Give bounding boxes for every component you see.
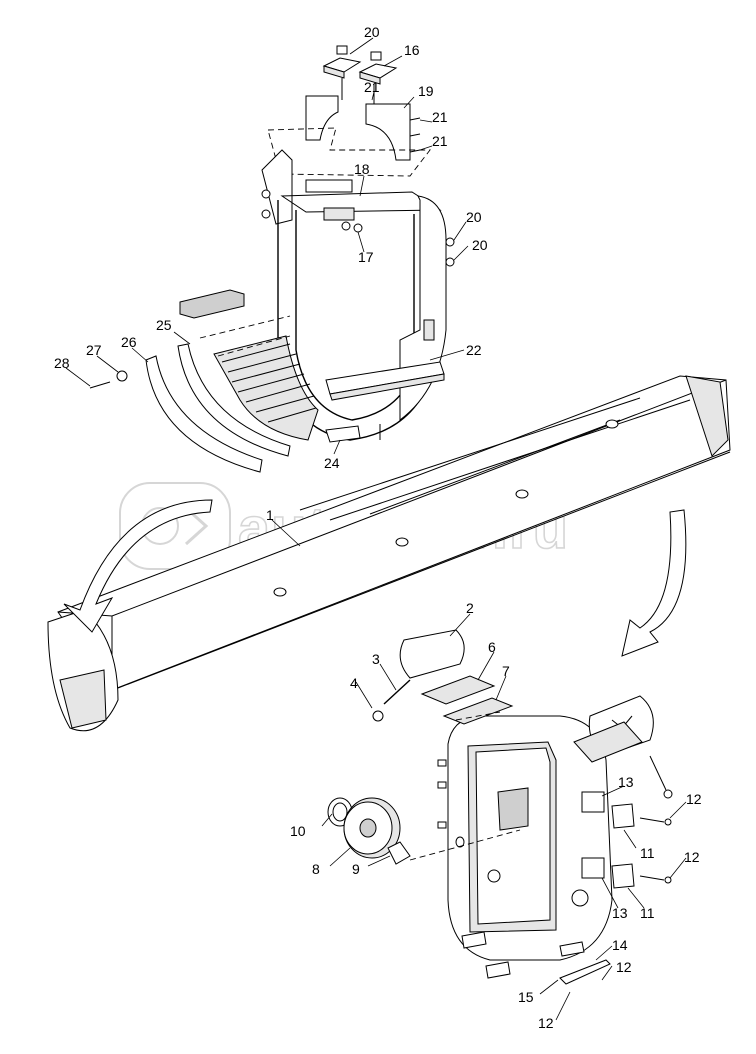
callout-20: 20 (472, 237, 488, 253)
callout-21: 21 (432, 133, 448, 149)
callout-2: 2 (466, 600, 474, 616)
callout-15: 15 (518, 989, 534, 1005)
main-beam (47, 375, 731, 732)
callout-4: 4 (350, 675, 358, 691)
rotate-arrow-right-icon (621, 509, 687, 657)
callout-22: 22 (466, 342, 482, 358)
callouts: 20 16 21 19 21 21 18 20 20 17 25 26 27 2… (54, 24, 702, 1031)
callout-8: 8 (312, 861, 320, 877)
callout-21: 21 (432, 109, 448, 125)
callout-7: 7 (502, 663, 510, 679)
callout-17: 17 (358, 249, 374, 265)
callout-24: 24 (324, 455, 340, 471)
callout-21: 21 (364, 79, 380, 95)
callout-16: 16 (404, 42, 420, 58)
callout-3: 3 (372, 651, 380, 667)
callout-13: 13 (618, 774, 634, 790)
callout-12: 12 (538, 1015, 554, 1031)
leader-lines (65, 37, 687, 1021)
callout-11: 11 (640, 905, 655, 921)
lower-assembly (327, 629, 673, 985)
callout-25: 25 (156, 317, 172, 333)
rotate-arrow-left-icon (63, 499, 213, 633)
callout-27: 27 (86, 342, 102, 358)
callout-9: 9 (352, 861, 360, 877)
callout-28: 28 (54, 355, 70, 371)
callout-1: 1 (266, 507, 274, 523)
callout-13: 13 (612, 905, 628, 921)
callout-20: 20 (364, 24, 380, 40)
callout-26: 26 (121, 334, 137, 350)
callout-10: 10 (290, 823, 306, 839)
callout-19: 19 (418, 83, 434, 99)
upper-bracket-assembly (89, 45, 455, 473)
callout-6: 6 (488, 639, 496, 655)
callout-12: 12 (684, 849, 700, 865)
callout-18: 18 (354, 161, 370, 177)
callout-14: 14 (612, 937, 628, 953)
callout-11: 11 (640, 845, 655, 861)
callout-12: 12 (616, 959, 632, 975)
callout-20: 20 (466, 209, 482, 225)
callout-12: 12 (686, 791, 702, 807)
